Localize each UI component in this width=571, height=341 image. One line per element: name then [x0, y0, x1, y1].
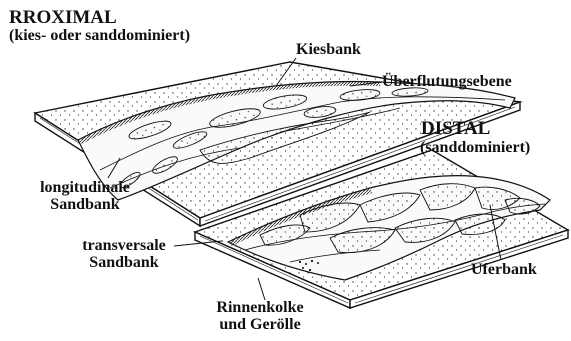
label-rinnenkolke: Rinnenkolke und Gerölle: [198, 300, 322, 333]
label-ueberflutungsebene: Überflutungsebene: [382, 74, 512, 90]
label-transversale-sandbank: transversale Sandbank: [72, 238, 176, 271]
label-kiesbank: Kiesbank: [296, 42, 361, 58]
label-transversale-line1: transversale: [72, 238, 176, 254]
distal-subtitle: (sanddominiert): [420, 140, 530, 156]
label-uferbank: Uferbank: [471, 262, 537, 278]
label-longitudinale-line2: Sandbank: [32, 197, 138, 213]
label-rinnenkolke-line2: und Gerölle: [198, 317, 322, 333]
proximal-subtitle: (kies- oder sanddominiert): [9, 28, 190, 44]
label-longitudinale-line1: longitudinale: [32, 180, 138, 196]
label-rinnenkolke-line1: Rinnenkolke: [198, 300, 322, 316]
label-longitudinale-sandbank: longitudinale Sandbank: [32, 180, 138, 213]
leader-rinnenkolke: [258, 278, 265, 300]
label-transversale-line2: Sandbank: [72, 255, 176, 271]
distal-title: DISTAL: [421, 119, 490, 138]
proximal-title: RROXIMAL: [9, 8, 117, 27]
